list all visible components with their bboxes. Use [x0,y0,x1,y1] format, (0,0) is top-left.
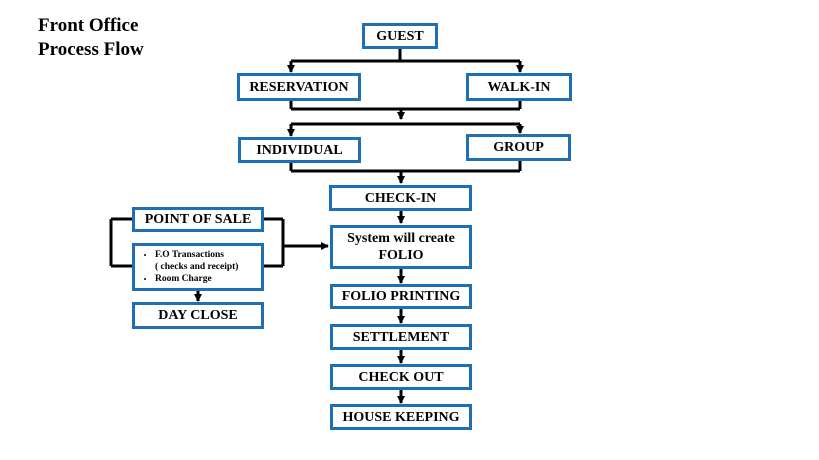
fo-transactions-list: F.O Transactions ( checks and receipt) R… [141,249,257,285]
node-point-of-sale: POINT OF SALE [132,207,264,232]
node-settlement-label: SETTLEMENT [352,329,450,345]
node-individual: INDIVIDUAL [238,137,361,163]
node-house-keeping-label: HOUSE KEEPING [342,409,460,425]
node-reservation: RESERVATION [237,73,361,101]
node-check-in-label: CHECK-IN [364,190,437,206]
node-group-label: GROUP [493,140,544,155]
node-check-in: CHECK-IN [329,185,472,211]
node-folio-printing-label: FOLIO PRINTING [341,289,461,304]
node-individual-label: INDIVIDUAL [256,142,343,158]
fo-transactions-line-3: Room Charge [155,274,212,284]
title-line-2: Process Flow [38,39,144,60]
node-create-folio: System will create FOLIO [330,225,472,269]
list-item: F.O Transactions ( checks and receipt) [155,249,257,273]
node-reservation-label: RESERVATION [249,79,349,95]
node-fo-transactions: F.O Transactions ( checks and receipt) R… [132,243,264,291]
fo-transactions-line-1: F.O Transactions [155,250,224,260]
node-settlement: SETTLEMENT [330,324,472,350]
node-day-close: DAY CLOSE [132,302,264,329]
node-check-out-label: CHECK OUT [358,369,444,385]
node-group: GROUP [466,134,571,161]
node-guest: GUEST [362,23,438,49]
fo-transactions-line-2: ( checks and receipt) [155,262,239,272]
node-create-folio-line-1: System will create [347,231,455,246]
node-guest-label: GUEST [376,28,424,44]
node-check-out: CHECK OUT [330,364,472,390]
node-walk-in-label: WALK-IN [487,79,551,95]
title-line-1: Front Office [38,15,139,36]
list-item: Room Charge [155,273,257,285]
node-folio-printing: FOLIO PRINTING [330,284,472,309]
node-create-folio-line-2: FOLIO [378,248,424,263]
node-walk-in: WALK-IN [466,73,572,101]
node-point-of-sale-label: POINT OF SALE [144,212,252,227]
diagram-title: Front Office Process Flow [38,14,144,62]
node-day-close-label: DAY CLOSE [158,308,238,323]
node-house-keeping: HOUSE KEEPING [330,404,472,430]
